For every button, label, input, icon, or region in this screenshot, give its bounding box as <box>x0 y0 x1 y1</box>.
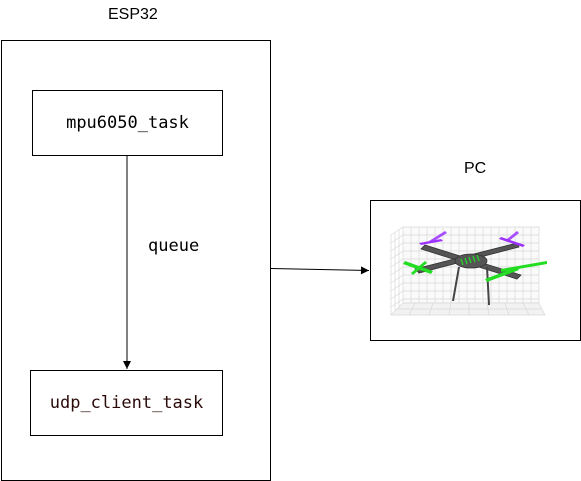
queue-label: queue <box>148 236 200 256</box>
pc-container <box>370 200 581 341</box>
udp-client-task-label: udp_client_task <box>49 393 204 413</box>
rotors-back <box>419 231 525 247</box>
esp32-title: ESP32 <box>108 6 158 23</box>
udp-link-arrow <box>270 266 370 275</box>
drone-legs <box>452 266 490 306</box>
drone-stripe <box>460 254 480 266</box>
pc-title: PC <box>464 160 487 177</box>
mpu6050-task-node: mpu6050_task <box>32 90 223 156</box>
mpu6050-task-label: mpu6050_task <box>66 113 189 133</box>
udp-client-task-node: udp_client_task <box>30 370 223 436</box>
drone-visualization <box>390 226 547 316</box>
rotors-front <box>403 261 547 282</box>
